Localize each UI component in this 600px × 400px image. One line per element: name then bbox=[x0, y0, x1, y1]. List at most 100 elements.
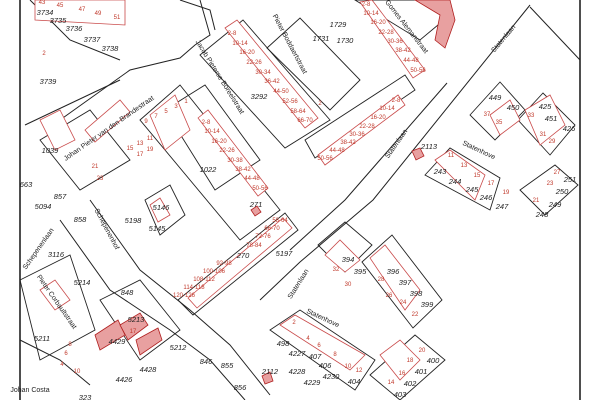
parcel-number: 4426 bbox=[116, 375, 134, 384]
parcel-number: 856 bbox=[234, 383, 247, 392]
house-number: 17 bbox=[137, 152, 144, 158]
house-number: 26 bbox=[386, 293, 393, 299]
street-name: Statenlaan bbox=[384, 128, 409, 160]
house-number-range: 66-70 bbox=[297, 118, 313, 124]
house-number-range: 44-50 bbox=[273, 89, 289, 95]
parcel-number: 248 bbox=[535, 210, 549, 219]
house-number: 8 bbox=[333, 352, 337, 358]
parcel-number: 250 bbox=[555, 187, 569, 196]
house-number: 6 bbox=[64, 351, 68, 357]
house-number: 11 bbox=[448, 153, 455, 159]
parcel-number: 663 bbox=[20, 180, 33, 189]
house-number-range: 10-14 bbox=[379, 106, 395, 112]
street-name: Statenlaan bbox=[490, 24, 517, 54]
parcel-number: 5213 bbox=[128, 315, 146, 324]
house-number-range: 22-26 bbox=[219, 148, 235, 154]
parcel-number: 1730 bbox=[337, 36, 355, 45]
parcel-number: 246 bbox=[479, 193, 493, 202]
house-number: 14 bbox=[388, 380, 395, 386]
house-number: 2 bbox=[318, 101, 322, 107]
house-number-range: 30-36 bbox=[349, 132, 365, 138]
parcel-number: 244 bbox=[448, 177, 462, 186]
parcel-number: 450 bbox=[507, 103, 520, 112]
house-number: 16 bbox=[399, 371, 406, 377]
parcel-number: 395 bbox=[354, 267, 367, 276]
parcel-number: 425 bbox=[539, 102, 552, 111]
house-number-range: 16-20 bbox=[239, 50, 255, 56]
parcel-number: 399 bbox=[421, 300, 434, 309]
house-number-range: 10-14 bbox=[363, 11, 379, 17]
house-number: 45 bbox=[57, 3, 64, 9]
house-number-range: 72-76 bbox=[255, 234, 271, 240]
parcel-number: 449 bbox=[489, 93, 502, 102]
house-number: 15 bbox=[474, 173, 481, 179]
house-number-range: 22-28 bbox=[378, 30, 394, 36]
parcel-number: 3736 bbox=[66, 24, 84, 33]
house-number-range: 58-64 bbox=[272, 218, 288, 224]
parcel-number: 855 bbox=[221, 361, 234, 370]
house-number-range: 22-26 bbox=[246, 60, 262, 66]
house-number: 21 bbox=[92, 164, 99, 170]
parcel-number: 5211 bbox=[34, 334, 50, 343]
house-number-range: 120-126 bbox=[173, 293, 196, 299]
house-number-range: 50-56 bbox=[410, 68, 426, 74]
parcel-number: 406 bbox=[319, 361, 332, 370]
house-number: 47 bbox=[79, 7, 86, 13]
house-number-range: 100-106 bbox=[203, 269, 226, 275]
house-number-range: 44-48 bbox=[403, 58, 419, 64]
parcel-number: 5094 bbox=[35, 202, 52, 211]
house-number: 8 bbox=[68, 342, 72, 348]
parcel-number: 251 bbox=[563, 175, 577, 184]
house-number: 20 bbox=[419, 348, 426, 354]
parcel-number: 3738 bbox=[102, 44, 120, 53]
house-number-range: 108-112 bbox=[193, 277, 215, 283]
house-number-range: 78-84 bbox=[246, 243, 262, 249]
house-number: 19 bbox=[503, 190, 510, 196]
parcel-number: 4228 bbox=[289, 367, 307, 376]
house-number: 9 bbox=[144, 119, 148, 125]
house-number: 4 bbox=[60, 362, 64, 368]
parcel-number: 426 bbox=[563, 124, 576, 133]
house-number: 10 bbox=[74, 369, 81, 375]
house-number: 24 bbox=[400, 300, 407, 306]
parcel-number: 5145 bbox=[149, 224, 167, 233]
house-number-range: 36-42 bbox=[264, 79, 280, 85]
house-number: 49 bbox=[95, 11, 102, 17]
house-number: 32 bbox=[333, 267, 340, 273]
parcel-number: 848 bbox=[121, 288, 134, 297]
parcel-number: 3737 bbox=[84, 35, 102, 44]
house-number-range: 22-28 bbox=[359, 124, 375, 130]
parcel-number: 498 bbox=[277, 339, 290, 348]
house-number: 51 bbox=[114, 15, 121, 21]
parcel-number: 2113 bbox=[420, 142, 438, 151]
parcel-number: 4227 bbox=[289, 349, 307, 358]
map-frame bbox=[19, 0, 581, 400]
parcel-number: 4428 bbox=[140, 365, 158, 374]
parcel-number: 5146 bbox=[153, 203, 171, 212]
house-number: 18 bbox=[407, 358, 414, 364]
house-number-range: 16-20 bbox=[370, 20, 386, 26]
parcel-number: 5198 bbox=[125, 216, 143, 225]
house-number-range: 2-8 bbox=[228, 31, 237, 37]
house-number: 3 bbox=[174, 104, 178, 110]
parcel-number: 245 bbox=[465, 185, 479, 194]
street-name: Pieter Boddaertstraat bbox=[271, 13, 308, 75]
street-name: Schepenenhof bbox=[93, 208, 120, 251]
house-number-range: 44-48 bbox=[244, 176, 260, 182]
parcel-number: 404 bbox=[348, 377, 361, 386]
house-number-range: 2-8 bbox=[392, 98, 401, 104]
house-number-range: 30-36 bbox=[387, 39, 403, 45]
house-number: 23 bbox=[97, 176, 104, 182]
parcel-number: 1022 bbox=[200, 165, 218, 174]
street-name: Statenlaan bbox=[287, 268, 311, 300]
house-number: 31 bbox=[540, 132, 547, 138]
parcel-number: 3116 bbox=[48, 250, 65, 259]
parcel-number: 396 bbox=[387, 267, 400, 276]
house-number-range: 92-98 bbox=[216, 261, 232, 267]
house-number: 17 bbox=[130, 329, 137, 335]
house-number-range: 38-42 bbox=[235, 167, 251, 173]
house-number: 29 bbox=[549, 139, 556, 145]
parcel-number: 249 bbox=[548, 200, 562, 209]
house-number: 12 bbox=[356, 368, 363, 374]
